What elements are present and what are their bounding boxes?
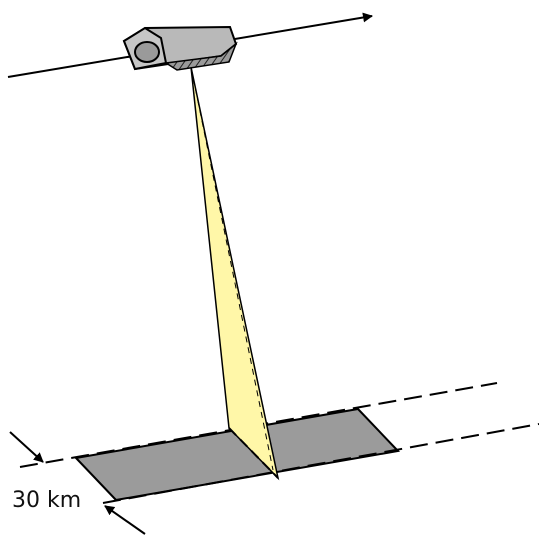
width-arrow-bottom	[104, 505, 146, 535]
lens-icon	[134, 41, 160, 63]
width-arrow-top	[9, 431, 44, 463]
satellite-sensor-icon	[122, 25, 238, 71]
swath-width-label: 30 km	[12, 488, 81, 513]
beam-center-line	[190, 66, 274, 471]
scan-line	[228, 427, 279, 479]
sensor-beam	[190, 66, 280, 481]
swath-edge-lower	[102, 423, 539, 504]
